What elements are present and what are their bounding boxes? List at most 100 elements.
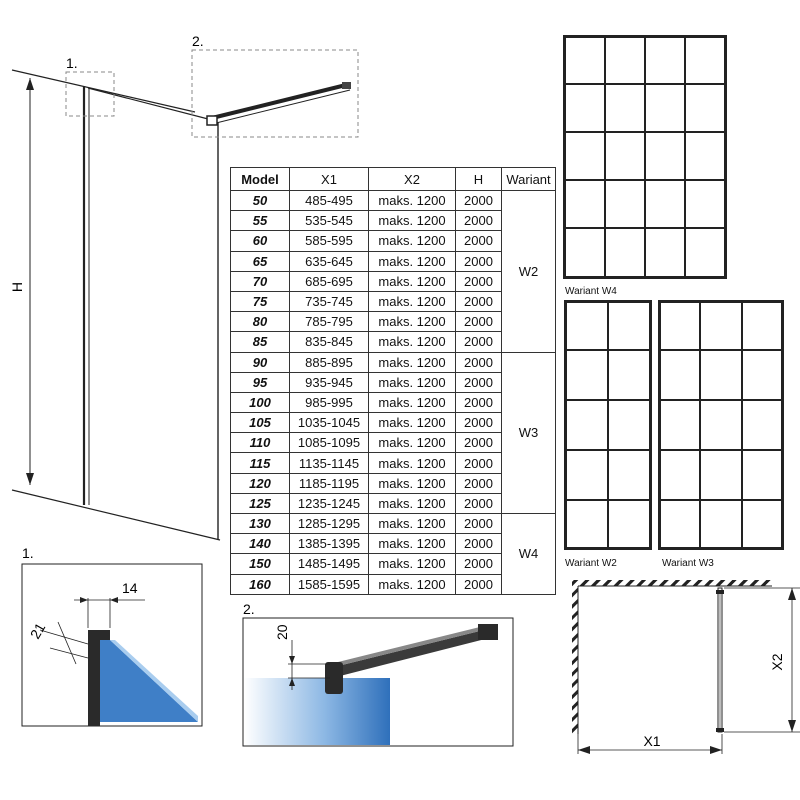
cell-h: 2000 [455,533,502,555]
cell-x1: 735-745 [289,290,369,313]
detail-1-title: 1. [22,545,34,561]
cell-h: 2000 [455,331,502,353]
cell-x2: maks. 1200 [368,189,456,212]
cell-x1: 585-595 [289,230,369,252]
cell-h: 2000 [455,492,502,515]
cell-model: 115 [230,452,290,474]
cell-x1: 1085-1095 [289,432,369,454]
header-x1: X1 [289,167,369,191]
caption-variant-w4: Wariant W4 [565,286,617,297]
callout-2: 2. [192,33,204,49]
cell-h: 2000 [455,250,502,272]
caption-variant-w3: Wariant W3 [662,558,714,569]
cell-h: 2000 [455,210,502,232]
cell-variant: W4 [501,513,556,595]
cell-x2: maks. 1200 [368,210,456,232]
cell-x1: 1585-1595 [289,573,369,595]
cell-h: 2000 [455,351,502,373]
variant-w3-panel [658,300,784,550]
cell-x2: maks. 1200 [368,371,456,393]
cell-model: 150 [230,553,290,575]
cell-x1: 635-645 [289,250,369,272]
cell-model: 55 [230,210,290,232]
cell-x2: maks. 1200 [368,290,456,313]
cell-model: 100 [230,391,290,414]
cell-h: 2000 [455,391,502,414]
cell-h: 2000 [455,512,502,535]
table-header-row: Model X1 X2 H Wariant [230,167,556,191]
cell-model: 80 [230,311,290,333]
cell-model: 90 [230,351,290,373]
cell-model: 85 [230,331,290,353]
cell-h: 2000 [455,311,502,333]
cell-x2: maks. 1200 [368,432,456,454]
cell-h: 2000 [455,472,502,494]
cell-h: 2000 [455,553,502,575]
cell-x2: maks. 1200 [368,472,456,494]
cell-x2: maks. 1200 [368,412,456,434]
cell-model: 120 [230,472,290,494]
cell-x1: 985-995 [289,391,369,414]
cell-x1: 535-545 [289,210,369,232]
header-model: Model [230,167,290,191]
cell-x2: maks. 1200 [368,452,456,474]
cell-h: 2000 [455,270,502,292]
header-x2: X2 [368,167,456,191]
caption-variant-w2: Wariant W2 [565,558,617,569]
cell-model: 60 [230,230,290,252]
cell-x1: 485-495 [289,189,369,212]
cell-h: 2000 [455,230,502,252]
cell-model: 65 [230,250,290,272]
cell-model: 130 [230,512,290,535]
cell-x1: 1285-1295 [289,512,369,535]
cell-x2: maks. 1200 [368,553,456,575]
cell-x2: maks. 1200 [368,391,456,414]
cell-h: 2000 [455,371,502,393]
variant-w4-panel [563,35,727,279]
cell-x2: maks. 1200 [368,533,456,555]
cell-x1: 785-795 [289,311,369,333]
header-h: H [455,167,502,191]
cell-x1: 1485-1495 [289,553,369,575]
cell-x1: 835-845 [289,331,369,353]
cell-x1: 1235-1245 [289,492,369,515]
cell-h: 2000 [455,412,502,434]
cell-x2: maks. 1200 [368,270,456,292]
cell-h: 2000 [455,432,502,454]
cell-x2: maks. 1200 [368,230,456,252]
cell-h: 2000 [455,189,502,212]
cell-model: 140 [230,533,290,555]
cell-x2: maks. 1200 [368,250,456,272]
cell-x1: 1035-1045 [289,412,369,434]
cell-h: 2000 [455,452,502,474]
cell-x2: maks. 1200 [368,351,456,373]
cell-variant: W3 [501,351,556,514]
cell-x1: 1385-1395 [289,533,369,555]
cell-model: 75 [230,290,290,313]
cell-x2: maks. 1200 [368,331,456,353]
variant-w2-panel [564,300,652,550]
cell-x2: maks. 1200 [368,492,456,515]
dim-20-label: 20 [274,624,290,640]
dim-x2-label: X2 [769,653,785,670]
callout-1: 1. [66,55,78,71]
cell-x1: 1135-1145 [289,452,369,474]
cell-x2: maks. 1200 [368,512,456,535]
cell-h: 2000 [455,290,502,313]
cell-x1: 685-695 [289,270,369,292]
cell-model: 50 [230,189,290,212]
